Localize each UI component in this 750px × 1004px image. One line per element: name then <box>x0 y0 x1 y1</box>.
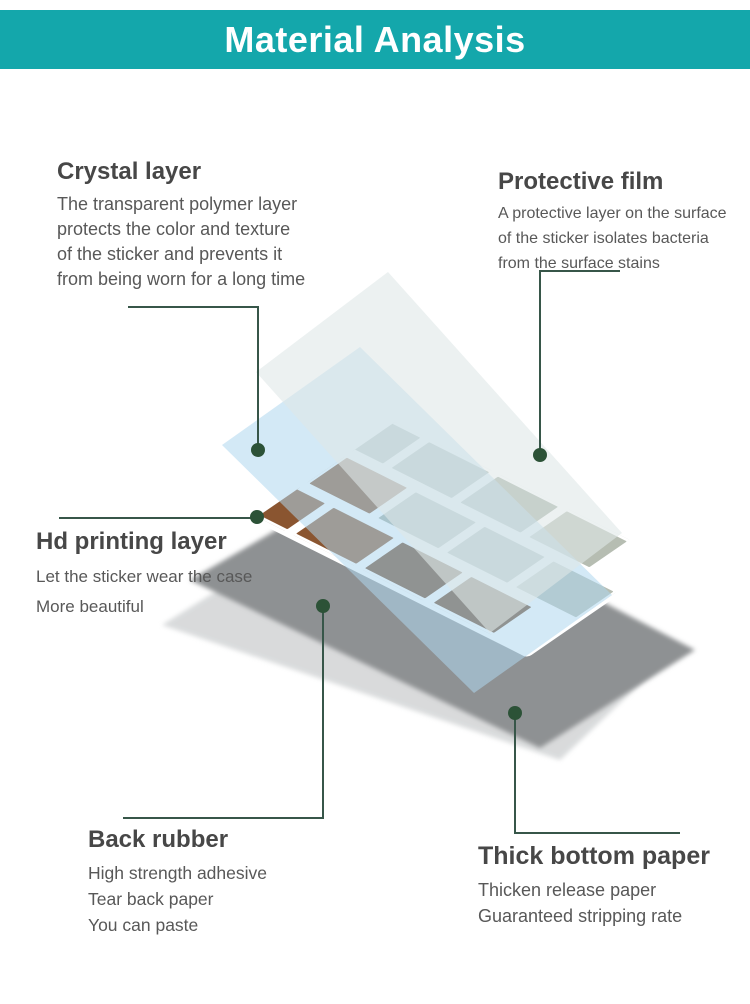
header-banner: Material Analysis <box>0 10 750 69</box>
annotation-line: Thicken release paper <box>478 880 657 900</box>
page-title: Material Analysis <box>224 18 526 60</box>
back-rubber-callout-line <box>123 606 324 819</box>
annotation-line: of the sticker isolates bacteria <box>498 230 709 247</box>
annotation-line: A protective layer on the surface <box>498 205 727 222</box>
annotation-line: Let the sticker wear the case <box>36 567 253 586</box>
annotation-protective-film: Protective film A protective layer on th… <box>498 168 727 276</box>
annotation-line: The transparent polymer layer <box>57 194 298 214</box>
protective-film-sheet <box>256 272 622 633</box>
annotation-title: Hd printing layer <box>36 528 227 555</box>
annotation-line: You can paste <box>88 915 199 935</box>
annotation-crystal-layer: Crystal layer The transparent polymer la… <box>57 158 305 292</box>
protective-callout-dot <box>533 448 547 462</box>
annotation-line: High strength adhesive <box>88 863 267 883</box>
annotation-line: More beautiful <box>36 597 144 616</box>
annotation-title: Back rubber <box>88 826 229 853</box>
annotation-thick-bottom-paper: Thick bottom paper Thicken release paper… <box>478 842 710 929</box>
crystal-callout-dot <box>251 443 265 457</box>
callout-lines <box>59 270 680 834</box>
annotation-line: of the sticker and prevents it <box>57 244 283 264</box>
back-rubber-callout-dot <box>316 599 330 613</box>
protective-callout-line <box>539 270 620 455</box>
annotation-title: Crystal layer <box>57 158 202 185</box>
thick-bottom-callout-line <box>514 713 680 834</box>
annotation-hd-printing-layer: Hd printing layer Let the sticker wear t… <box>36 528 252 622</box>
annotation-line: Tear back paper <box>88 889 214 909</box>
thick-bottom-callout-dot <box>508 706 522 720</box>
crystal-callout-line <box>128 306 259 450</box>
annotation-title: Protective film <box>498 168 664 195</box>
callout-dots <box>250 443 547 720</box>
hd-callout-dot <box>250 510 264 524</box>
annotation-back-rubber: Back rubber High strength adhesive Tear … <box>88 826 267 938</box>
annotation-line: Guaranteed stripping rate <box>478 906 683 926</box>
annotation-line: protects the color and texture <box>57 219 291 239</box>
annotation-title: Thick bottom paper <box>478 842 710 870</box>
annotation-line: from being worn for a long time <box>57 269 306 289</box>
annotation-line: from the surface stains <box>498 255 660 272</box>
